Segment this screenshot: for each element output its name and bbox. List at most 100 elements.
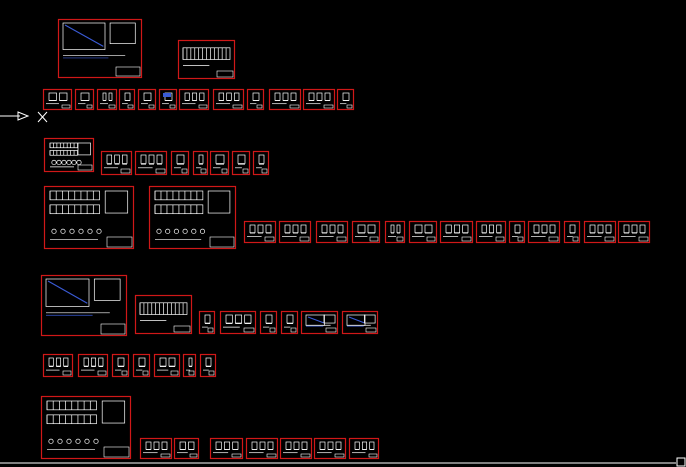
title-block — [299, 236, 310, 242]
drawing-sheet[interactable] — [43, 185, 135, 250]
drawing-sheet[interactable] — [192, 150, 209, 176]
drawing-sheet[interactable] — [259, 310, 278, 335]
drawing-sheet[interactable] — [132, 353, 151, 378]
title-block — [495, 236, 505, 242]
drawing-sheet[interactable] — [139, 437, 173, 460]
title-block — [323, 104, 334, 109]
sheet-linework — [186, 357, 193, 371]
drawing-sheet[interactable] — [302, 88, 336, 111]
drawing-sheet[interactable] — [219, 310, 257, 335]
drawing-sheet[interactable] — [278, 220, 312, 244]
drawing-sheet[interactable] — [351, 220, 381, 244]
drawing-sheet[interactable] — [231, 150, 251, 176]
drawing-sheet[interactable] — [439, 220, 474, 244]
drawing-sheet[interactable] — [336, 88, 355, 111]
sheet-linework — [49, 190, 129, 240]
drawing-sheet[interactable] — [111, 353, 130, 378]
drawing-sheet[interactable] — [408, 220, 438, 244]
sheet-linework — [263, 314, 273, 328]
title-block — [100, 323, 126, 335]
title-block — [266, 453, 277, 458]
title-block — [365, 327, 377, 333]
drawing-sheet[interactable] — [96, 88, 118, 111]
sheet-linework — [78, 92, 90, 105]
title-block — [127, 104, 134, 109]
sheet-linework — [587, 224, 612, 237]
drawing-sheet[interactable] — [279, 437, 313, 460]
drawing-sheet[interactable] — [148, 185, 237, 250]
sheet-border — [199, 353, 217, 378]
title-block — [334, 453, 345, 458]
drawing-sheet[interactable] — [563, 220, 581, 244]
sheet-linework — [512, 224, 521, 237]
drawing-sheet[interactable] — [153, 353, 181, 378]
title-block — [638, 236, 649, 242]
title-block — [290, 327, 297, 333]
drawing-sheet[interactable] — [158, 88, 178, 111]
drawing-sheet[interactable] — [198, 310, 216, 335]
sheet-border — [198, 310, 216, 335]
drawing-sheet[interactable] — [212, 88, 245, 111]
sheet-linework — [340, 92, 350, 105]
sheet-border — [279, 437, 313, 460]
drawing-sheet[interactable] — [315, 220, 349, 244]
drawing-sheet[interactable] — [173, 437, 200, 460]
sheet-linework — [62, 22, 136, 59]
drawing-sheet[interactable] — [43, 137, 95, 173]
drawing-sheet[interactable] — [313, 437, 347, 460]
drawing-sheet[interactable] — [341, 310, 379, 335]
drawing-sheet[interactable] — [268, 88, 302, 111]
drawing-sheet[interactable] — [170, 150, 190, 176]
drawing-sheet[interactable] — [300, 310, 339, 335]
drawing-sheet[interactable] — [57, 18, 143, 79]
viewport-corner-icon[interactable] — [0, 457, 686, 467]
drawing-sheet[interactable] — [508, 220, 526, 244]
drawing-sheet[interactable] — [583, 220, 617, 244]
drawing-sheet[interactable] — [209, 150, 230, 176]
drawing-sheet[interactable] — [199, 353, 217, 378]
drawing-sheet[interactable] — [42, 88, 73, 111]
drawing-sheet[interactable] — [245, 437, 279, 460]
drawing-sheet[interactable] — [384, 220, 406, 244]
drawing-sheet[interactable] — [527, 220, 561, 244]
title-block — [198, 104, 208, 109]
drawing-sheet[interactable] — [280, 310, 299, 335]
drawing-sheet[interactable] — [74, 88, 95, 111]
title-block — [155, 168, 166, 174]
drawing-sheet[interactable] — [475, 220, 507, 244]
drawing-sheet[interactable] — [40, 395, 132, 460]
drawing-sheet[interactable] — [137, 88, 157, 111]
drawing-sheet[interactable] — [246, 88, 265, 111]
drawing-sheet[interactable] — [134, 294, 193, 335]
sheet-border — [219, 310, 257, 335]
drawing-sheet[interactable] — [100, 150, 133, 176]
sheet-linework — [355, 224, 376, 237]
sheet-linework — [174, 154, 185, 169]
drawing-sheet[interactable] — [209, 437, 244, 460]
sheet-linework — [139, 302, 188, 321]
title-block — [242, 168, 249, 174]
drawing-sheet[interactable] — [617, 220, 651, 244]
title-block — [170, 370, 179, 376]
sheet-border — [40, 395, 132, 460]
title-block — [346, 104, 353, 109]
sheet-linework — [247, 224, 272, 237]
drawing-sheet[interactable] — [177, 39, 236, 80]
drawing-sheet[interactable] — [252, 150, 270, 176]
sheet-border — [302, 88, 336, 111]
crosshair-x-icon — [37, 111, 48, 123]
drawing-sheet[interactable] — [118, 88, 136, 111]
drawing-sheet[interactable] — [134, 150, 168, 176]
drawing-sheet[interactable] — [348, 437, 380, 460]
drawing-sheet[interactable] — [243, 220, 277, 244]
title-block — [261, 168, 268, 174]
drawing-sheet[interactable] — [178, 88, 210, 111]
title-block — [517, 236, 524, 242]
drawing-sheet[interactable] — [40, 274, 128, 337]
drawing-sheet[interactable] — [42, 353, 74, 378]
sheet-border — [137, 88, 157, 111]
drawing-sheet[interactable] — [77, 353, 109, 378]
drawing-sheet[interactable] — [182, 353, 197, 378]
sheet-border — [153, 353, 181, 378]
